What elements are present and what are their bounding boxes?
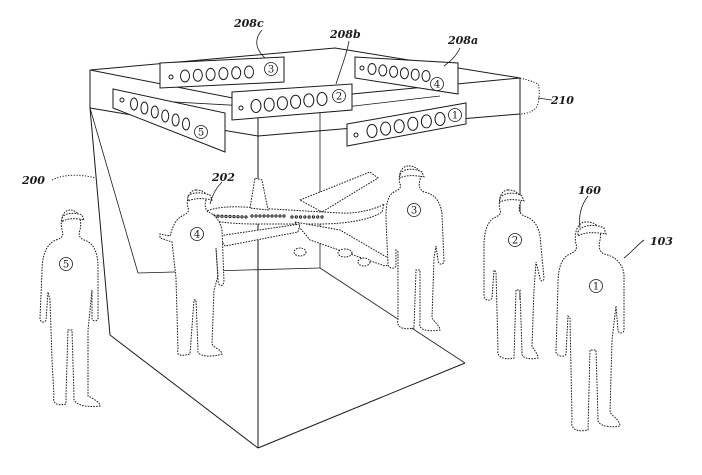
aircraft-window — [236, 215, 240, 219]
aperture — [366, 124, 378, 138]
person-1: 1 — [555, 221, 625, 432]
aperture — [192, 68, 203, 82]
label-202: 202 — [211, 171, 235, 184]
bar-marker-3: 3 — [264, 62, 278, 76]
aperture — [399, 67, 409, 80]
aircraft-window — [290, 215, 294, 219]
aperture — [276, 96, 288, 111]
aperture — [231, 66, 242, 80]
aircraft-window — [282, 214, 286, 218]
aperture — [420, 114, 432, 129]
svg-text:1: 1 — [593, 282, 599, 293]
aircraft-window — [320, 215, 324, 219]
aperture — [244, 65, 254, 79]
sensor-bar-1 — [346, 102, 467, 147]
aperture — [238, 105, 244, 111]
svg-text:4: 4 — [434, 80, 440, 91]
aperture — [250, 99, 262, 113]
aperture — [421, 70, 431, 82]
aircraft-window — [298, 215, 303, 219]
svg-text:5: 5 — [63, 260, 69, 271]
aperture — [353, 132, 359, 138]
aircraft-window — [258, 214, 262, 218]
aperture — [378, 64, 388, 77]
aperture — [180, 69, 190, 83]
aperture — [410, 68, 420, 81]
aperture — [150, 105, 159, 119]
label-208c: 208c — [233, 17, 264, 30]
bar-marker-2: 2 — [332, 89, 346, 103]
person-2: 2 — [483, 189, 545, 360]
sensor-bar-5 — [112, 88, 226, 153]
svg-text:3: 3 — [268, 65, 274, 76]
svg-text:1: 1 — [452, 111, 458, 122]
bar-marker-5: 5 — [194, 125, 208, 139]
aircraft-window — [250, 214, 254, 218]
svg-text:4: 4 — [194, 230, 200, 241]
aperture — [205, 67, 216, 81]
bar-marker-4: 4 — [430, 77, 444, 91]
aircraft-window — [266, 214, 270, 218]
aircraft-window — [216, 214, 220, 218]
aperture — [316, 92, 328, 106]
aperture — [130, 97, 138, 111]
aperture — [168, 74, 174, 80]
aircraft-window — [254, 214, 258, 218]
svg-text:2: 2 — [512, 236, 518, 247]
aircraft-window — [220, 214, 224, 218]
aperture — [380, 121, 392, 136]
aperture — [119, 97, 125, 103]
svg-text:3: 3 — [411, 206, 417, 217]
aircraft-window — [232, 215, 236, 219]
person-4: 4 — [159, 189, 225, 357]
aircraft-window — [262, 214, 266, 218]
aircraft-window — [316, 215, 320, 219]
aperture — [263, 97, 275, 112]
sensor-apertures — [119, 63, 446, 138]
aperture — [389, 65, 399, 78]
aircraft-window — [303, 215, 307, 219]
label-208a: 208a — [447, 34, 478, 47]
aperture — [303, 93, 315, 108]
aircraft-window — [294, 215, 298, 219]
aircraft-window — [307, 215, 311, 219]
label-210: 210 — [550, 94, 574, 107]
leader-lines — [51, 29, 645, 259]
aircraft-window — [244, 215, 248, 219]
aircraft-window — [274, 214, 278, 218]
label-160: 160 — [578, 184, 601, 197]
aircraft-window — [240, 215, 244, 219]
aircraft-window — [228, 214, 232, 219]
aperture — [140, 101, 149, 115]
aperture — [182, 117, 190, 131]
aperture — [359, 65, 365, 71]
aperture — [161, 109, 170, 123]
aircraft-202 — [204, 171, 397, 267]
aircraft-window — [224, 214, 228, 218]
aircraft-window — [270, 214, 274, 218]
label-103: 103 — [650, 235, 673, 248]
aircraft-window — [278, 214, 282, 218]
label-200: 200 — [21, 174, 45, 187]
person-5: 5 — [39, 209, 101, 407]
bar-marker-1: 1 — [448, 108, 462, 122]
aperture — [407, 116, 419, 131]
aperture — [171, 113, 180, 127]
aperture — [290, 94, 302, 109]
aperture — [393, 119, 405, 134]
person-3: 3 — [385, 165, 445, 332]
aperture — [367, 63, 377, 75]
aperture — [218, 67, 229, 81]
svg-text:2: 2 — [336, 92, 342, 103]
svg-text:5: 5 — [198, 128, 204, 139]
aircraft-window — [311, 215, 316, 219]
aperture — [434, 112, 446, 126]
label-208b: 208b — [329, 28, 361, 41]
